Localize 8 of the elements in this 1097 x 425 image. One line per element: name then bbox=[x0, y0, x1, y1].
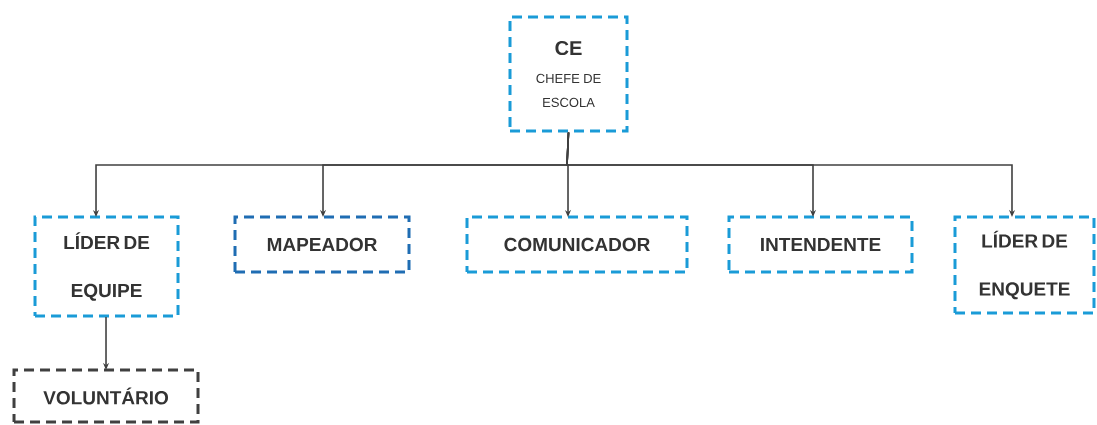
role-box: CE CHEFE DE ESCOLA bbox=[508, 15, 629, 133]
role-box: COMUNICADOR bbox=[465, 215, 689, 274]
role-box: MAPEADOR bbox=[233, 215, 411, 274]
role-box: LÍDER DE ENQUETE bbox=[953, 215, 1096, 315]
role-box: VOLUNTÁRIO bbox=[12, 368, 200, 424]
role-box: LÍDER DE EQUIPE bbox=[33, 215, 180, 318]
arrow bbox=[566, 131, 1016, 217]
role-box: INTENDENTE bbox=[727, 215, 914, 274]
